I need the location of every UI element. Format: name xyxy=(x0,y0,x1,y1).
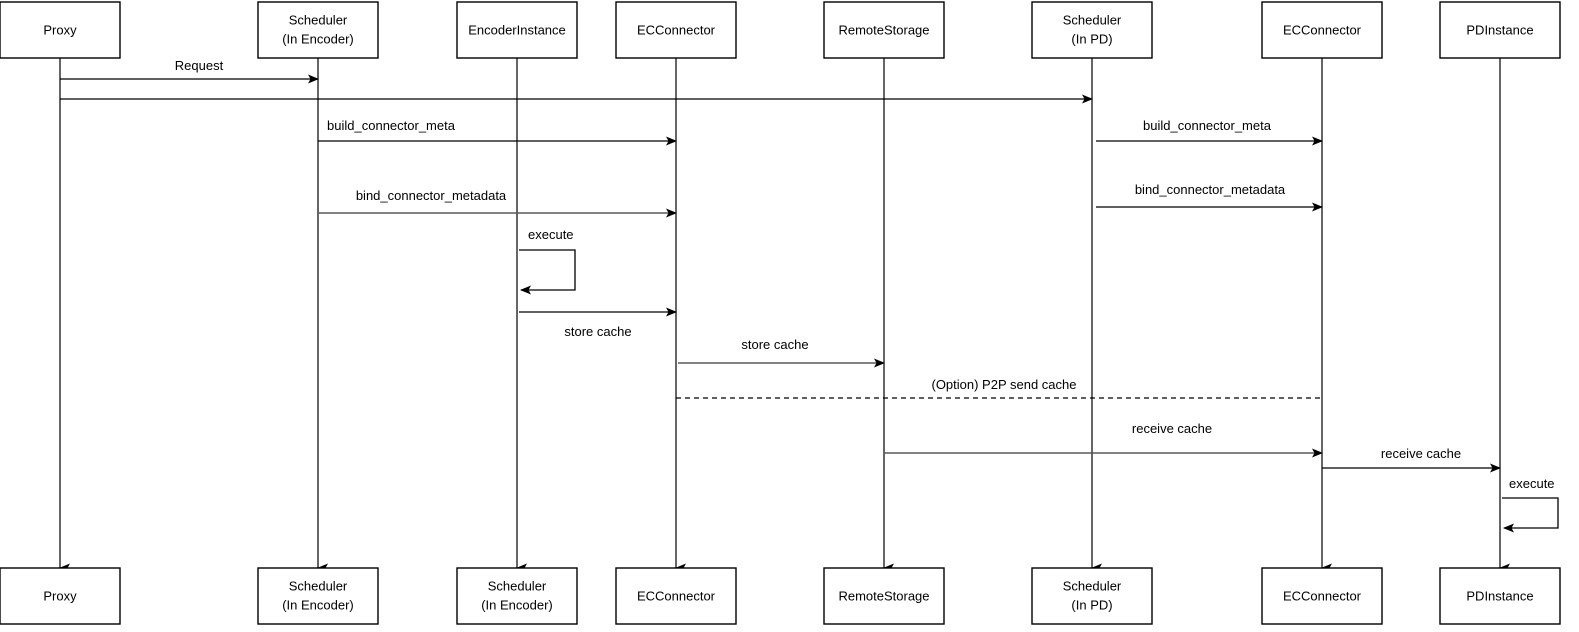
message-label-m6: bind_connector_metadata xyxy=(1135,182,1286,197)
participant-box-proxy-top[interactable]: Proxy xyxy=(0,1,121,59)
top-participant-boxes: Proxy Scheduler (In Encoder) EncoderInstanc… xyxy=(0,1,1561,59)
participant-box-enc_inst-top[interactable]: EncoderInstance xyxy=(456,1,578,59)
participant-label-line1: ECConnector xyxy=(1283,22,1362,37)
participant-label-line1: Scheduler xyxy=(1063,578,1122,593)
message-label-m8: store cache xyxy=(741,337,808,352)
participant-box-sched_enc-bottom[interactable]: Scheduler (In Encoder) xyxy=(257,567,379,625)
participant-box-sched_pd-bottom[interactable]: Scheduler (In PD) xyxy=(1031,567,1153,625)
participant-box-enc_inst-bottom[interactable]: Scheduler (In Encoder) xyxy=(456,567,578,625)
participant-box-ec_conn_r-top[interactable]: ECConnector xyxy=(1261,1,1383,59)
lifelines-group xyxy=(59,58,1510,573)
participant-label-line1: PDInstance xyxy=(1466,588,1533,603)
participant-label-line1: Proxy xyxy=(43,22,77,37)
message-label-m3: build_connector_meta xyxy=(327,118,456,133)
bottom-participant-boxes: Proxy Scheduler (In Encoder) Scheduler (In E… xyxy=(0,567,1561,625)
participant-label-line2: (In Encoder) xyxy=(282,31,354,46)
participant-label-line1: ECConnector xyxy=(637,22,716,37)
participant-label-line1: PDInstance xyxy=(1466,22,1533,37)
message-label-m4: build_connector_meta xyxy=(1143,118,1272,133)
participant-box-ec_conn_l-bottom[interactable]: ECConnector xyxy=(615,567,737,625)
self-message-arrow-s1 xyxy=(519,249,576,295)
self-message-arrow-s2 xyxy=(1502,497,1559,533)
participant-label-line1: ECConnector xyxy=(1283,588,1362,603)
participant-box-remote-bottom[interactable]: RemoteStorage xyxy=(823,567,945,625)
self-message-label-s2: execute xyxy=(1509,476,1555,491)
message-label-m9: (Option) P2P send cache xyxy=(931,377,1076,392)
participant-box-pd_inst-bottom[interactable]: PDInstance xyxy=(1439,567,1561,625)
self-messages-group: execute execute xyxy=(519,227,1559,533)
participant-box-sched_pd-top[interactable]: Scheduler (In PD) xyxy=(1031,1,1153,59)
participant-label-line1: Scheduler xyxy=(289,578,348,593)
participant-box-ec_conn_r-bottom[interactable]: ECConnector xyxy=(1261,567,1383,625)
participant-box-ec_conn_l-top[interactable]: ECConnector xyxy=(615,1,737,59)
messages-group: Request build_connector_meta build_connect… xyxy=(60,58,1501,473)
participant-label-line1: ECConnector xyxy=(637,588,716,603)
participant-label-line2: (In PD) xyxy=(1071,31,1112,46)
message-label-m1: Request xyxy=(175,58,224,73)
participant-label-line1: EncoderInstance xyxy=(468,22,566,37)
message-label-m10: receive cache xyxy=(1132,421,1212,436)
participant-label-line1: Scheduler xyxy=(289,12,348,27)
participant-box-proxy-bottom[interactable]: Proxy xyxy=(0,567,121,625)
message-label-m5: bind_connector_metadata xyxy=(356,188,507,203)
participant-box-sched_enc-top[interactable]: Scheduler (In Encoder) xyxy=(257,1,379,59)
self-message-label-s1: execute xyxy=(528,227,574,242)
participant-label-line2: (In Encoder) xyxy=(282,597,354,612)
message-label-m11: receive cache xyxy=(1381,446,1461,461)
participant-label-line1: Proxy xyxy=(43,588,77,603)
message-label-m7: store cache xyxy=(564,324,631,339)
participant-label-line1: Scheduler xyxy=(488,578,547,593)
participant-label-line2: (In Encoder) xyxy=(481,597,553,612)
participant-box-remote-top[interactable]: RemoteStorage xyxy=(823,1,945,59)
participant-label-line1: RemoteStorage xyxy=(838,588,929,603)
participant-label-line1: RemoteStorage xyxy=(838,22,929,37)
participant-label-line1: Scheduler xyxy=(1063,12,1122,27)
participant-box-pd_inst-top[interactable]: PDInstance xyxy=(1439,1,1561,59)
participant-label-line2: (In PD) xyxy=(1071,597,1112,612)
